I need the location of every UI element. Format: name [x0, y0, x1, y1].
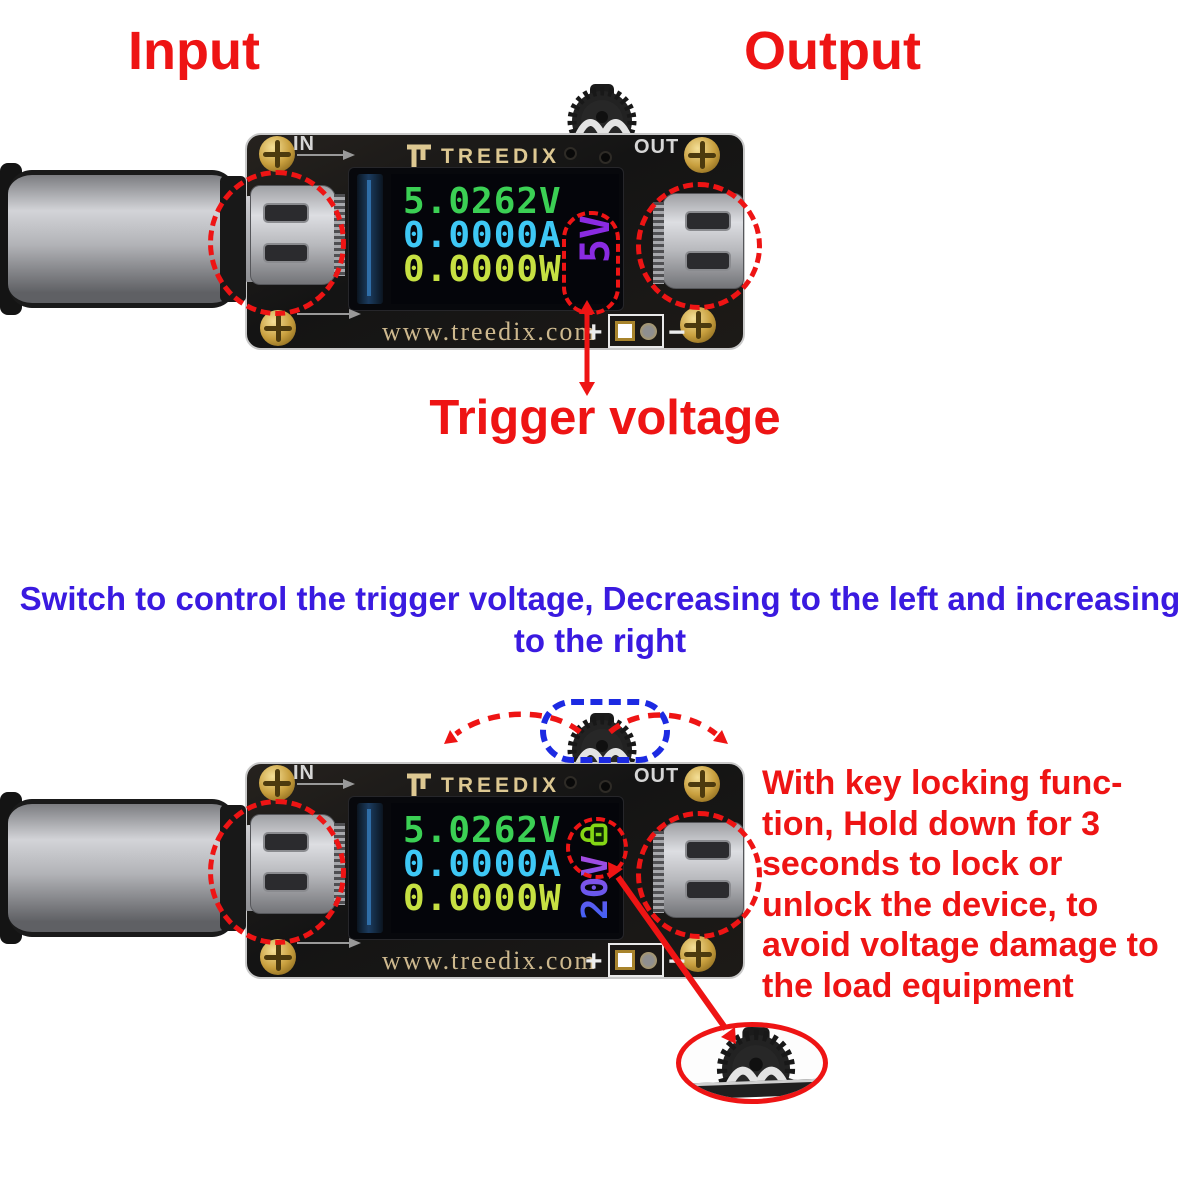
voltage-readout: 5.0262V: [403, 810, 562, 851]
website-label: www.treedix.com: [382, 946, 597, 975]
key-lock-note-line: seconds to lock or: [762, 845, 1063, 883]
key-lock-note-line: unlock the device, to: [762, 885, 1099, 924]
trigger-voltage-title: Trigger voltage: [429, 391, 781, 445]
plus-label: +: [585, 945, 603, 978]
screw-icon: [260, 939, 296, 975]
treedix-logo-icon: [407, 773, 431, 796]
treedix-logo-icon: [407, 144, 431, 167]
mode-button-hole: [564, 776, 577, 789]
trigger-arrow-icon: [579, 300, 595, 396]
led-pad: [615, 950, 635, 970]
screw-icon: [680, 307, 716, 343]
lock-callout-circle: [566, 817, 628, 879]
current-readout: 0.0000A: [403, 215, 562, 256]
brand-logo: TREEDIX: [404, 771, 560, 799]
input-callout-ellipse: [208, 170, 346, 316]
screw-icon: [684, 766, 720, 802]
led-indicator-box: [608, 943, 664, 977]
display-ribbon: [357, 803, 383, 933]
flow-arrow-icon: [297, 938, 361, 948]
wheel-closeup-callout: [676, 1022, 828, 1104]
led-pad: [640, 322, 657, 340]
lock-wheel-arrow-icon: [608, 862, 736, 1044]
in-label: IN: [293, 133, 315, 155]
current-readout: 0.0000A: [403, 844, 562, 885]
brand-logo: TREEDIX: [404, 142, 560, 170]
output-title: Output: [744, 21, 921, 81]
in-arrow-icon: [297, 150, 355, 160]
screw-icon: [259, 765, 295, 801]
switch-note-line1: Switch to control the trigger voltage, D…: [19, 580, 1181, 617]
voltage-readout: 5.0262V: [403, 181, 562, 222]
switch-note-line2: to the right: [513, 622, 687, 659]
in-label: IN: [293, 762, 315, 784]
website-label: www.treedix.com: [382, 317, 597, 346]
key-lock-note-line: the load equipment: [762, 966, 1074, 1005]
key-lock-note-line: tion, Hold down for 3: [762, 804, 1101, 843]
output-callout-ellipse: [636, 182, 762, 310]
usb-plug-barrel: [8, 799, 236, 937]
power-readout: 0.0000W: [403, 878, 562, 919]
screw-icon: [260, 310, 296, 346]
display-screen: 5.0262V 0.0000A 0.0000W 5V: [391, 174, 619, 304]
screw-icon: [680, 936, 716, 972]
output-callout-ellipse: [636, 811, 762, 939]
in-arrow-icon: [297, 779, 355, 789]
mode-button-hole: [564, 147, 577, 160]
minus-label: −: [668, 316, 686, 349]
mode-button-hole: [599, 780, 612, 793]
display-ribbon: [357, 174, 383, 304]
screw-icon: [684, 137, 720, 173]
brand-text: TREEDIX: [441, 144, 561, 168]
rotate-wheel-arrows-icon: [444, 711, 728, 744]
led-pad: [640, 951, 657, 969]
wheel-callout-rect: [540, 699, 670, 763]
usb-plug-barrel: [8, 170, 236, 308]
out-label: OUT: [634, 765, 680, 787]
power-readout: 0.0000W: [403, 249, 562, 290]
out-label: OUT: [634, 136, 680, 158]
screw-icon: [259, 136, 295, 172]
brand-text: TREEDIX: [441, 773, 561, 797]
led-indicator-box: [608, 314, 664, 348]
input-title: Input: [128, 21, 260, 81]
key-lock-note-line: With key locking func-: [762, 764, 1123, 802]
key-lock-note-line: avoid voltage damage to: [762, 926, 1159, 964]
flow-arrow-icon: [297, 309, 361, 319]
mode-button-hole: [599, 151, 612, 164]
led-pad: [615, 321, 635, 341]
input-callout-ellipse: [208, 799, 346, 945]
key-lock-note: With key locking func- tion, Hold down f…: [762, 763, 1200, 1006]
